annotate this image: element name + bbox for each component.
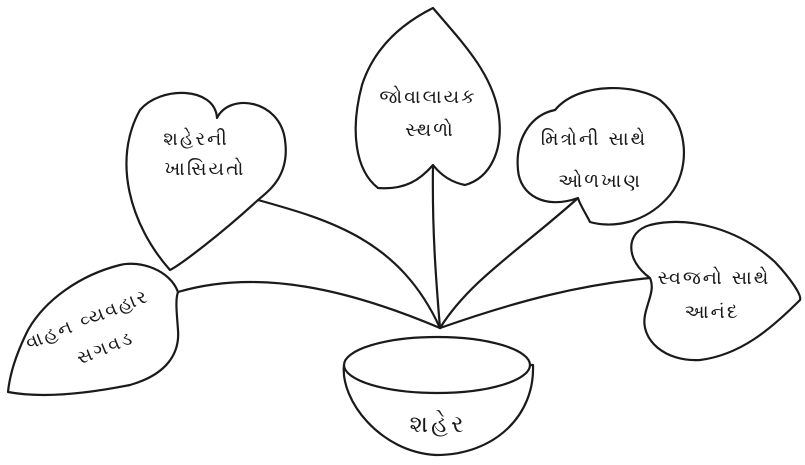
leaf-right-lower-shape xyxy=(631,222,800,360)
leaf-right-lower-line-2: આનંદ xyxy=(685,301,740,323)
leaf-bottom-left: વાહન વ્યવહાર સગવડ xyxy=(8,264,178,395)
leaf-left-line-2: ખાસિયતો xyxy=(165,158,246,180)
leaf-top: જોવાલાયક સ્થળો xyxy=(356,8,500,188)
pot-rim xyxy=(344,337,530,393)
pot: શહેર xyxy=(344,337,533,455)
leaf-left-shape xyxy=(126,93,285,270)
leaf-right-upper-shape xyxy=(518,88,684,224)
leaf-right-upper-line-2: ઓળખાણ xyxy=(558,170,642,192)
branch-top xyxy=(433,165,440,328)
leaf-top-line-2: સ્થળો xyxy=(405,119,455,141)
branch-right-lower xyxy=(440,278,650,328)
leaf-right-upper-line-1: મિત્રોની સાથે xyxy=(541,128,647,150)
leaf-right-lower-line-1: સ્વજનો સાથે xyxy=(658,267,771,289)
leaf-right-upper: મિત્રોની સાથે ઓળખાણ xyxy=(518,88,684,224)
branch-right-upper xyxy=(440,198,578,328)
leaf-right-lower: સ્વજનો સાથે આનંદ xyxy=(631,222,800,360)
leaf-top-line-1: જોવાલાયક xyxy=(379,86,476,108)
leaf-left-line-1: શહેરની xyxy=(163,128,229,150)
pot-label: શહેર xyxy=(410,410,467,438)
branch-left xyxy=(258,200,440,328)
branch-bottom-left xyxy=(178,282,440,328)
leaf-left: શહેરની ખાસિયતો xyxy=(126,93,285,270)
